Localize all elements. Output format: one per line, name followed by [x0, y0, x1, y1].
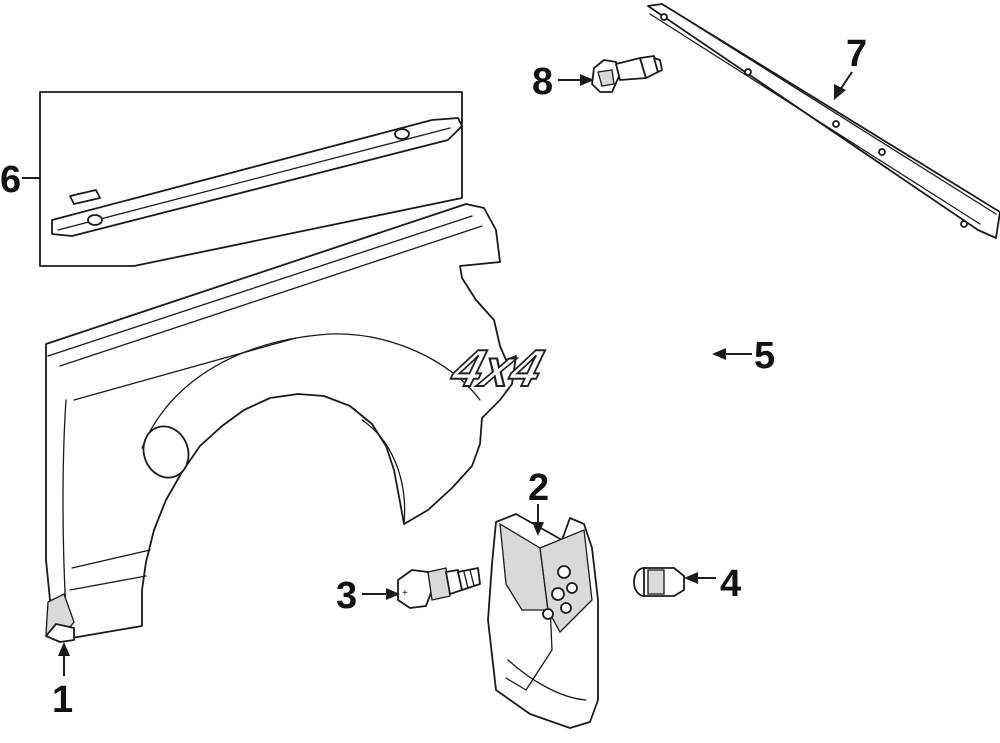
4x4-emblem: 4x4	[444, 339, 550, 399]
svg-text:+: +	[402, 588, 408, 599]
callout-1: 1	[52, 679, 73, 721]
quarter-panel	[45, 203, 517, 643]
callout-6: 6	[0, 159, 21, 201]
mud-flap	[487, 513, 599, 729]
push-clip	[633, 567, 685, 597]
callout-5: 5	[754, 335, 775, 377]
callout-7: 7	[846, 33, 867, 75]
bed-rail-cap	[647, 3, 1000, 239]
callout-4: 4	[720, 563, 741, 605]
callout-leaders	[22, 71, 853, 676]
callout-labels: 1 2 3 4 5 6 7 8	[0, 33, 867, 721]
callout-8: 8	[532, 61, 553, 103]
inset-box-molding	[39, 91, 463, 267]
callout-2: 2	[528, 467, 549, 509]
clip-bolt	[591, 55, 663, 93]
emblem-text: 4x4	[445, 340, 549, 398]
callout-3: 3	[336, 575, 357, 617]
hex-screw: +	[397, 567, 481, 609]
